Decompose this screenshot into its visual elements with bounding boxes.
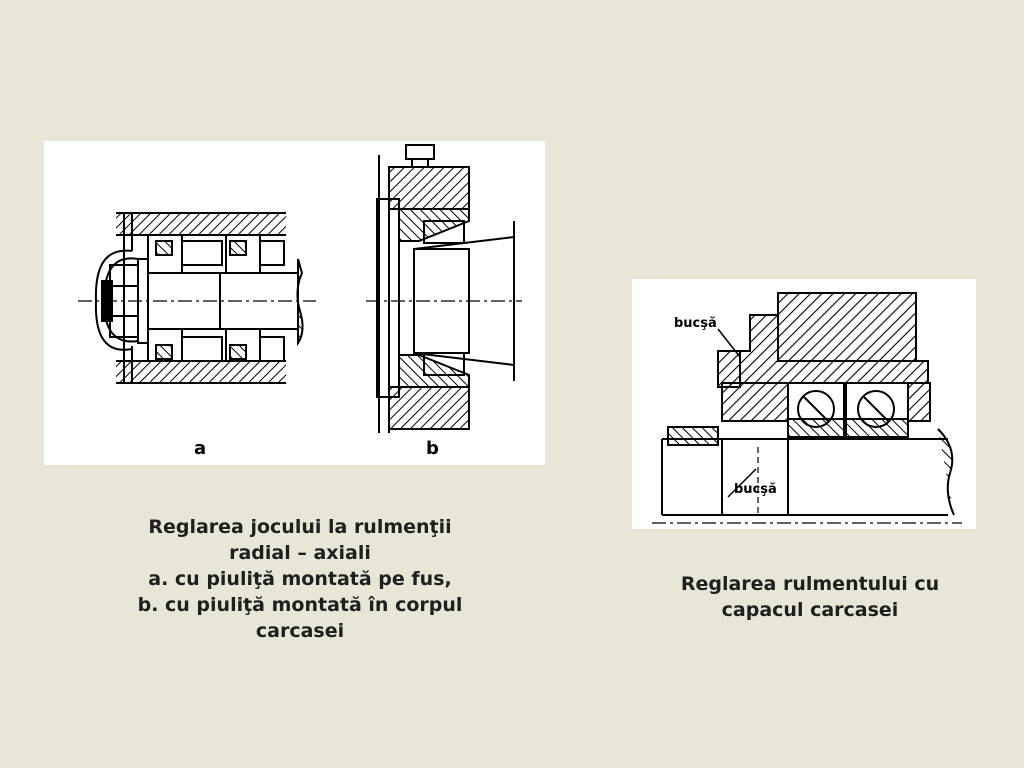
- drawing-panel-right: bucşă bucşă: [632, 279, 976, 529]
- label-b: b: [426, 438, 439, 459]
- label-bucsa-top: bucşă: [674, 316, 717, 331]
- drawing-panel-left: a b: [44, 141, 545, 465]
- drawing-a: [78, 212, 316, 384]
- label-a: a: [194, 438, 206, 459]
- label-bucsa-bottom: bucşă: [734, 482, 777, 497]
- bearing-cover-adjustment-drawing: bucşă bucşă: [652, 292, 962, 524]
- bearing-adjustment-drawing-ab: a b: [78, 144, 522, 459]
- caption-right-line-2: capacul carcasei: [721, 599, 899, 621]
- drawing-b: [366, 144, 522, 433]
- caption-left-line-1: Reglarea jocului la rulmenţii: [148, 516, 452, 538]
- caption-right-line-1: Reglarea rulmentului cu: [680, 573, 940, 595]
- caption-left: Reglarea jocului la rulmenţii radial – a…: [70, 514, 530, 644]
- drawing-cover: [652, 292, 962, 524]
- caption-left-line-4: b. cu piuliţă montată în corpul: [137, 594, 463, 616]
- caption-left-line-5: carcasei: [255, 620, 345, 642]
- caption-left-line-2: radial – axiali: [229, 542, 371, 564]
- caption-right: Reglarea rulmentului cu capacul carcasei: [640, 571, 980, 623]
- caption-left-line-3: a. cu piuliţă montată pe fus,: [148, 568, 452, 590]
